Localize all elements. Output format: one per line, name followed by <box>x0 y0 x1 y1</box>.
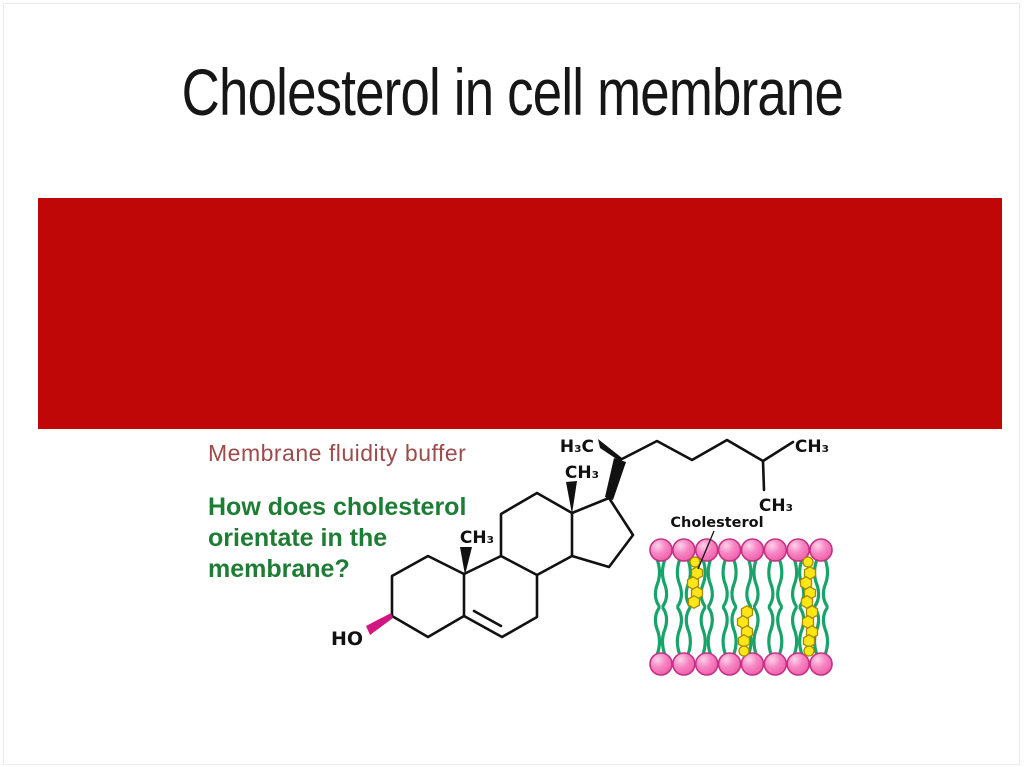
cholesterol-ring <box>690 565 704 581</box>
question-line-3: membrane? <box>208 555 350 583</box>
lipid-head <box>717 652 742 676</box>
lipid-tail <box>821 557 830 608</box>
lipid-head <box>763 538 788 562</box>
cholesterol-hydroxyl-head <box>689 556 701 568</box>
lipid-tail <box>730 606 738 657</box>
lipid-tail <box>812 606 821 657</box>
lipid-head <box>717 538 742 562</box>
ring-c <box>499 491 574 577</box>
lipid-head <box>786 652 810 676</box>
cholesterol-ring <box>687 594 701 610</box>
lipid-tail <box>675 557 684 608</box>
lipid-tail <box>745 557 753 608</box>
lipid-head <box>809 652 833 676</box>
lipid-head <box>649 652 673 676</box>
lipid-tail <box>798 606 806 657</box>
caption-membrane-fluidity: Membrane fluidity buffer <box>208 440 467 466</box>
lipid-tail <box>684 606 692 657</box>
cholesterol-ring <box>690 585 704 601</box>
lipid-tail <box>699 606 707 657</box>
lipid-head <box>672 652 696 676</box>
lipid-tail <box>752 557 760 608</box>
lipid-tail <box>790 557 799 608</box>
double-bond-c5-c6 <box>472 609 503 628</box>
cholesterol-ring <box>803 585 817 601</box>
red-banner <box>38 198 1002 429</box>
lipid-tail <box>776 606 784 657</box>
lipid-tail <box>721 606 729 657</box>
cholesterol-ring <box>801 614 815 630</box>
lipid-tail <box>730 557 738 608</box>
cholesterol-molecules <box>686 556 819 657</box>
lipid-tail <box>721 557 729 608</box>
lipid-tail <box>699 557 707 608</box>
lipid-head <box>740 538 765 562</box>
cholesterol-ring <box>736 614 750 630</box>
lipid-tail <box>706 557 714 608</box>
lipid-tail <box>684 557 692 608</box>
lipid-head <box>740 652 765 676</box>
c25-methyl-bond <box>761 459 766 492</box>
label-hydroxyl: HO <box>331 628 363 650</box>
cholesterol-ring <box>800 594 814 610</box>
cholesterol-ring <box>805 624 819 640</box>
lipid-tail <box>776 557 784 608</box>
lipid-tail <box>752 606 760 657</box>
cholesterol-ring <box>737 633 751 649</box>
iso-octyl-side-chain <box>618 438 795 463</box>
ring-d <box>570 496 635 569</box>
slide-title-text: Cholesterol in cell membrane <box>181 55 843 129</box>
lipid-tail <box>653 557 662 608</box>
label-ch3-c18: CH₃ <box>565 463 599 483</box>
lipid-head <box>809 538 833 562</box>
lipid-tail <box>821 606 830 657</box>
lipid-head <box>763 652 788 676</box>
lipid-head <box>694 538 719 562</box>
label-membrane-cholesterol: Cholesterol <box>670 515 763 531</box>
lipid-head <box>786 538 810 562</box>
wedge-c17-c20 <box>605 458 626 500</box>
label-ch3-isopropyl-bottom: CH₃ <box>759 496 793 516</box>
lipid-tail <box>660 606 669 657</box>
cholesterol-hydroxyl-head <box>738 645 750 657</box>
lipid-heads <box>649 538 833 676</box>
lipid-tail <box>790 606 799 657</box>
question-text: How does cholesterol orientate in the me… <box>208 492 466 585</box>
cholesterol-ring <box>803 565 817 581</box>
cholesterol-ring <box>686 575 700 591</box>
cholesterol-ring <box>799 575 813 591</box>
cholesterol-ring <box>740 604 754 620</box>
cholesterol-ring <box>740 624 754 640</box>
wedge-c18-methyl <box>566 481 577 514</box>
cholesterol-ring <box>802 633 816 649</box>
wedge-hydroxyl <box>366 613 393 635</box>
lipid-tails <box>653 557 830 657</box>
cholesterol-ring <box>805 604 819 620</box>
cholesterol-pointer-line <box>697 530 715 570</box>
lipid-tail <box>745 606 753 657</box>
cholesterol-hydroxyl-head <box>802 556 814 568</box>
lipid-tail <box>660 557 669 608</box>
label-ch3-isopropyl-top: CH₃ <box>795 437 829 457</box>
question-line-2: orientate in the <box>208 524 388 552</box>
lipid-tail <box>653 606 662 657</box>
membrane-bilayer <box>649 538 833 676</box>
lipid-head <box>694 652 719 676</box>
cholesterol-hydroxyl-head <box>803 645 815 657</box>
label-h3c: H₃C <box>560 437 594 457</box>
ring-b <box>462 554 539 639</box>
lipid-tail <box>675 606 684 657</box>
question-line-1: How does cholesterol <box>208 493 467 521</box>
lipid-tail <box>798 557 806 608</box>
lipid-head <box>672 538 696 562</box>
lipid-tail <box>706 606 714 657</box>
lipid-tail <box>767 557 775 608</box>
lipid-head <box>649 538 673 562</box>
lipid-tail <box>812 557 821 608</box>
slide-title: Cholesterol in cell membrane <box>0 54 1024 130</box>
lipid-tail <box>767 606 775 657</box>
wedge-c21-methyl <box>598 439 622 462</box>
